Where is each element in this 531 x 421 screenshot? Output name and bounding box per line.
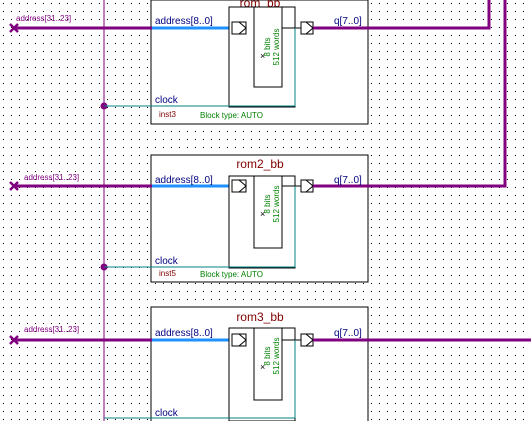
net-x-marker-icon bbox=[9, 181, 19, 191]
bits-label: 8 bits bbox=[263, 194, 272, 213]
clock-pin-label: clock bbox=[155, 408, 179, 419]
q-bus-1[interactable] bbox=[370, 0, 491, 30]
net-x-marker-icon bbox=[9, 23, 19, 33]
block-type-label: Block type: AUTO bbox=[200, 111, 263, 120]
clock-triangle-icon bbox=[238, 179, 247, 193]
block-type-label: Block type: AUTO bbox=[200, 270, 263, 279]
cross-icon: × bbox=[260, 209, 265, 219]
instance-label: inst3 bbox=[159, 110, 176, 119]
rom-block-1[interactable]: rom_bb address[31..23] address[8..0] 8 b… bbox=[9, 0, 370, 125]
memory-array bbox=[253, 327, 283, 401]
output-register bbox=[300, 21, 314, 35]
address-pin-label: address[8..0] bbox=[155, 328, 213, 339]
net-label: address[31..23] bbox=[24, 173, 79, 182]
net-label: address[31..23] bbox=[16, 14, 71, 23]
block-title: rom3_bb bbox=[236, 310, 284, 324]
bits-label: 8 bits bbox=[263, 37, 272, 56]
words-label: 512 words bbox=[272, 338, 281, 375]
block-title: rom2_bb bbox=[236, 157, 284, 171]
clock-pin-label: clock bbox=[155, 256, 179, 267]
input-register bbox=[231, 21, 247, 35]
cross-icon: × bbox=[260, 362, 265, 372]
net-x-marker-icon bbox=[9, 335, 19, 345]
clock-pin-label: clock bbox=[155, 95, 179, 106]
clock-triangle-icon bbox=[238, 333, 247, 347]
input-register bbox=[231, 333, 247, 347]
rom-block-2[interactable]: rom2_bb address[31..23] address[8..0] 8 … bbox=[9, 154, 370, 283]
net-label: address[31..23] bbox=[24, 325, 79, 334]
address-pin-label: address[8..0] bbox=[155, 175, 213, 186]
words-label: 512 words bbox=[272, 186, 281, 223]
block-title: rom_bb bbox=[240, 0, 281, 10]
input-register bbox=[231, 179, 247, 193]
memory-array bbox=[253, 175, 283, 249]
q-pin-label: q[7..0] bbox=[334, 175, 362, 186]
output-register bbox=[300, 333, 314, 347]
cross-icon: × bbox=[260, 51, 265, 61]
q-pin-label: q[7..0] bbox=[334, 328, 362, 339]
q-pin-label: q[7..0] bbox=[334, 16, 362, 27]
address-pin-label: address[8..0] bbox=[155, 16, 213, 27]
clock-triangle-icon bbox=[238, 21, 247, 35]
output-register bbox=[300, 179, 314, 193]
memory-array bbox=[253, 6, 283, 88]
instance-label: inst5 bbox=[159, 269, 176, 278]
rom-block-3[interactable]: rom3_bb address[31..23] address[8..0] 8 … bbox=[9, 306, 370, 421]
bits-label: 8 bits bbox=[263, 346, 272, 365]
q-bus-2[interactable] bbox=[370, 0, 507, 188]
words-label: 512 words bbox=[272, 29, 281, 66]
